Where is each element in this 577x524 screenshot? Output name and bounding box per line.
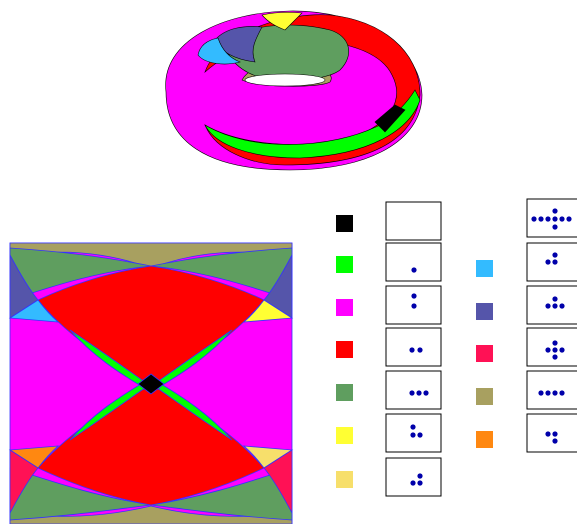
right-crimson-wedge <box>263 449 293 514</box>
legend-dot <box>410 424 416 430</box>
legend-dot <box>559 303 565 309</box>
legend-dot-box <box>526 285 577 325</box>
legend-dot-box <box>385 413 442 453</box>
legend-dot <box>545 303 551 309</box>
green-x-lower <box>69 377 233 441</box>
legend-dot <box>417 473 423 479</box>
legend-dot <box>545 431 551 437</box>
legend-dot <box>411 293 417 299</box>
legend-dot <box>545 347 551 353</box>
legend-dot <box>559 347 565 353</box>
green-x-upper <box>69 329 233 393</box>
torus-black-patch <box>374 104 406 133</box>
legend-dot <box>411 267 417 273</box>
legend-swatch-black <box>336 215 353 232</box>
legend-dot <box>545 259 551 265</box>
legend-dot <box>559 216 565 222</box>
legend-dot <box>531 216 537 222</box>
legend-dot <box>410 432 416 438</box>
legend-swatch-crimson <box>476 345 493 362</box>
legend-dot-box <box>385 201 442 241</box>
legend-dot <box>552 431 558 437</box>
legend-dot <box>417 480 423 486</box>
legend-swatch-light_yellow <box>336 471 353 488</box>
legend-swatch-orange <box>476 431 493 448</box>
legend-dot <box>538 390 544 396</box>
legend-swatch-red <box>336 341 353 358</box>
legend-dot <box>538 216 544 222</box>
legend-swatch-yellow <box>336 427 353 444</box>
legend-dot <box>417 432 423 438</box>
legend-dot-box <box>385 327 442 367</box>
legend-dot <box>423 390 429 396</box>
legend-dot-box <box>385 285 442 325</box>
legend-dot <box>416 390 422 396</box>
legend-dot <box>552 438 558 444</box>
legend-dot-box <box>385 242 442 282</box>
legend-dot-box <box>526 242 577 282</box>
torus-red-band <box>204 14 421 166</box>
legend-dot-box <box>385 370 442 410</box>
legend-dot <box>552 216 558 222</box>
torus-inner-slateblue <box>214 26 263 63</box>
legend-swatch-sky_blue <box>476 260 493 277</box>
legend-swatch-olive <box>476 388 493 405</box>
legend-dot <box>545 216 551 222</box>
legend-dot <box>552 303 558 309</box>
legend-dot <box>552 354 558 360</box>
legend-swatch-dark_green <box>336 384 353 401</box>
legend-swatch-green <box>336 256 353 273</box>
black-center-diamond <box>137 373 165 395</box>
torus-inner-skyblue <box>197 37 241 65</box>
legend-dot-box <box>526 327 577 367</box>
legend-swatch-magenta <box>336 299 353 316</box>
legend-dot <box>552 347 558 353</box>
legend-dot <box>552 208 558 214</box>
legend-left-column <box>336 201 442 497</box>
legend-dot <box>552 252 558 258</box>
legend-dot <box>409 347 415 353</box>
legend-right-column <box>476 198 577 453</box>
legend-dot <box>545 390 551 396</box>
torus-figure <box>165 10 423 171</box>
legend-dot <box>411 303 417 309</box>
legend-dot <box>552 296 558 302</box>
legend-dot <box>410 480 416 486</box>
legend-dot-box <box>385 457 442 497</box>
torus-inner-yellow <box>261 12 303 31</box>
legend-dot-box <box>526 413 577 453</box>
legend-dot <box>552 224 558 230</box>
legend-dot <box>566 216 572 222</box>
legend-dot <box>417 347 423 353</box>
left-skyblue-wedge <box>8 299 60 323</box>
square-diagram <box>8 242 294 524</box>
left-crimson-wedge <box>9 449 39 514</box>
legend-dot <box>559 390 565 396</box>
legend-dot-box <box>526 370 577 410</box>
torus-green-stripe <box>204 89 421 159</box>
torus-hole <box>244 73 326 87</box>
legend-swatch-slate_blue <box>476 303 493 320</box>
right-yellow-wedge <box>242 299 294 323</box>
legend-dot <box>552 390 558 396</box>
legend-dot <box>552 259 558 265</box>
legend-dot <box>552 340 558 346</box>
legend-dot <box>409 390 415 396</box>
